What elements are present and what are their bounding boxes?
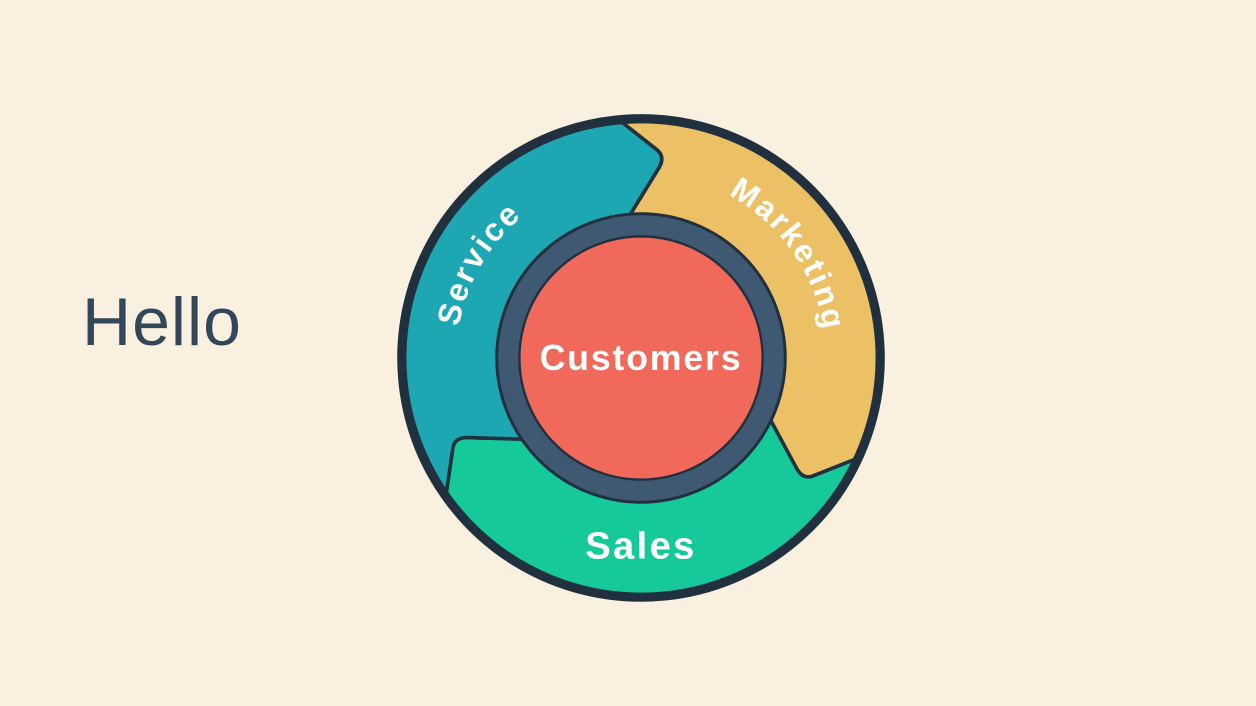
flywheel-diagram: Service Marketing Sales Customers [397,114,885,602]
customers-hub-label: Customers [540,338,743,378]
sales-segment-label: Sales [585,524,697,567]
customers-hub [518,235,764,481]
flywheel-outer-ring [398,115,884,601]
greeting-text: Hello [82,284,242,360]
